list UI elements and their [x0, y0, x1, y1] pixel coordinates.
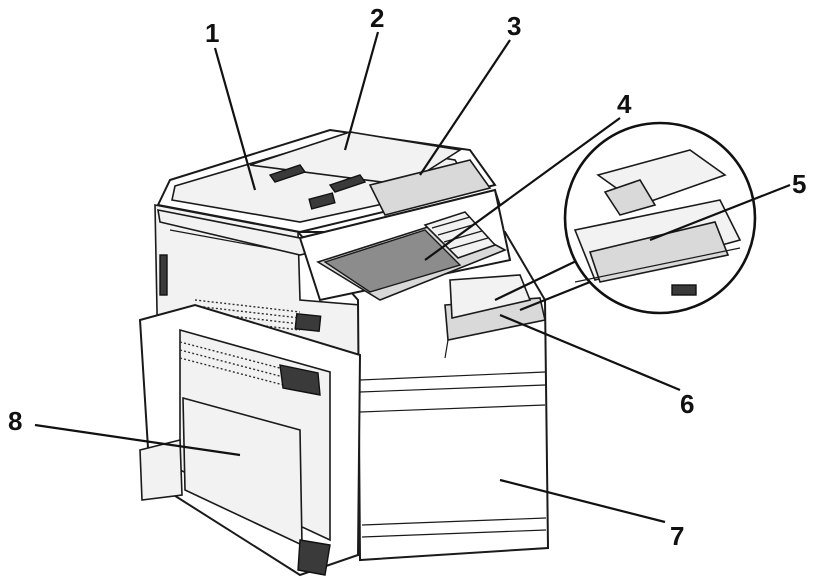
finisher-unit[interactable]	[138, 303, 362, 577]
callout-6: 6	[680, 389, 694, 419]
callout-4: 4	[617, 89, 632, 119]
callout-7: 7	[670, 521, 684, 551]
keypad-buttons	[431, 216, 489, 250]
touch-screen[interactable]	[323, 229, 462, 293]
leader-5	[649, 183, 791, 242]
leader-6	[499, 313, 681, 392]
callout-3: 3	[507, 11, 521, 41]
adf-output-bin[interactable]	[368, 159, 492, 216]
leader-7	[499, 478, 666, 524]
callout-numbers: 1 2 3 4 5 6 7 8	[8, 3, 806, 551]
callout-8: 8	[8, 406, 22, 436]
callout-5: 5	[792, 169, 806, 199]
leader-1	[213, 47, 257, 191]
leader-3	[419, 39, 511, 176]
leader-lines	[34, 31, 791, 524]
finisher-handle[interactable]	[279, 364, 321, 396]
callout-1: 1	[205, 18, 219, 48]
leader-4	[424, 117, 621, 261]
leader-2	[343, 31, 380, 151]
leader-8	[34, 423, 241, 457]
finisher-vent-grille	[179, 341, 296, 389]
automatic-document-feeder[interactable]	[156, 128, 497, 234]
callout-2: 2	[370, 3, 384, 33]
